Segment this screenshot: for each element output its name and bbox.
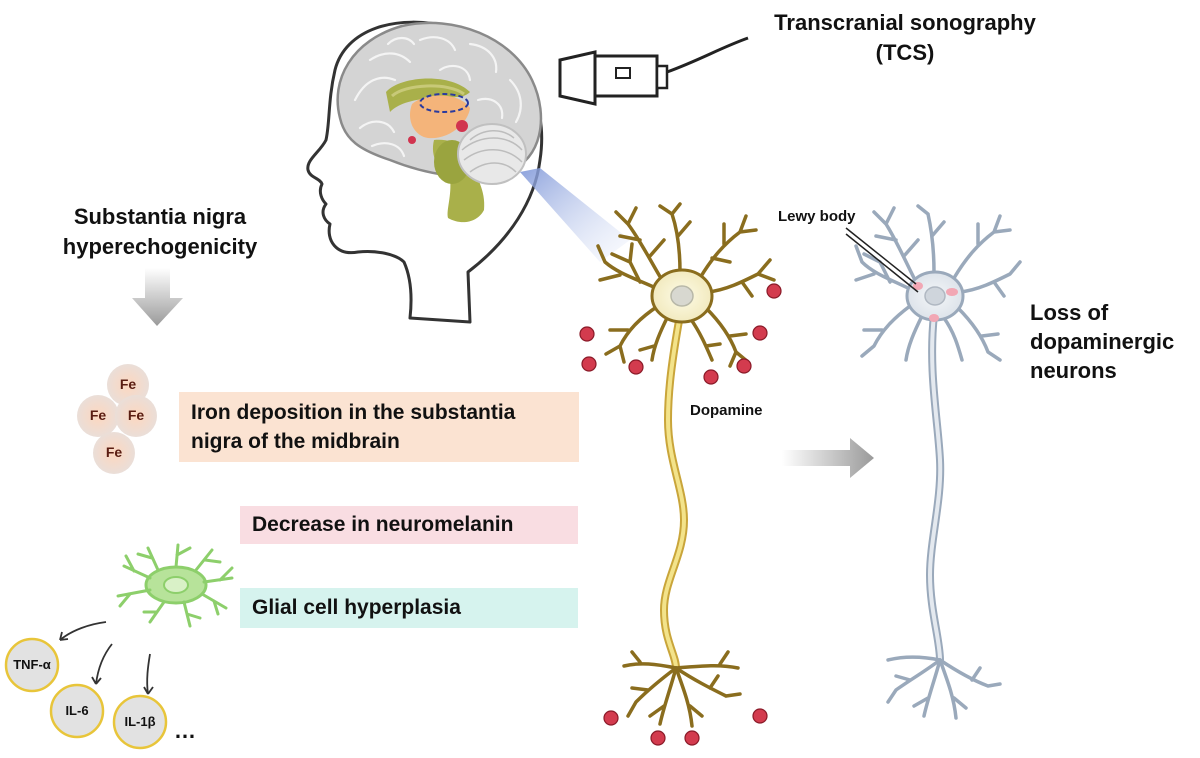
brain <box>336 21 543 223</box>
down-arrow <box>132 268 183 326</box>
loss-label: Loss of dopaminergic neurons <box>1030 298 1174 385</box>
iron-text-line1: Iron deposition in the substantia <box>191 401 516 424</box>
iron-text-line2: nigra of the midbrain <box>191 430 400 453</box>
neuromelanin-text: Decrease in neuromelanin <box>252 513 514 536</box>
cytokine-arrows <box>59 621 154 695</box>
fe-label-3: Fe <box>127 407 145 423</box>
iron-text: Iron deposition in the substantia nigra … <box>191 398 576 456</box>
sn-hyper-label: Substantia nigra hyperechogenicity <box>30 202 290 262</box>
loss-line1: Loss of <box>1030 300 1109 325</box>
glial-cell <box>116 543 234 628</box>
healthy-neuron <box>596 202 776 728</box>
cytokine-il1b: IL-1β <box>124 714 156 729</box>
glial-box <box>240 588 578 628</box>
tcs-title: Transcranial sonography (TCS) <box>735 8 1075 68</box>
cytokine-more: … <box>174 718 196 743</box>
loss-line2: dopaminergic <box>1030 329 1175 354</box>
right-arrow <box>782 438 874 478</box>
sn-hyper-line1: Substantia nigra <box>73 204 247 229</box>
fe-label-4: Fe <box>105 444 123 460</box>
tcs-title-line1: Transcranial sonography <box>774 10 1036 35</box>
degenerated-neuron <box>854 204 1022 720</box>
iron-box <box>179 392 579 462</box>
dopamine-dots <box>579 283 782 746</box>
il6-circle <box>49 683 105 739</box>
fe-label-1: Fe <box>119 376 137 392</box>
fe-label-2: Fe <box>89 407 107 423</box>
tcs-probe <box>558 36 749 106</box>
neuromelanin-box <box>240 506 578 544</box>
glial-text: Glial cell hyperplasia <box>252 596 461 619</box>
tcs-beam <box>520 168 630 262</box>
lewy-body-label: Lewy body <box>778 208 856 225</box>
il1b-circle <box>112 694 168 750</box>
dopamine-label: Dopamine <box>690 402 763 419</box>
tnf-circle <box>4 637 60 693</box>
sn-hyper-line2: hyperechogenicity <box>62 234 258 259</box>
lewy-pointer <box>845 227 919 293</box>
tcs-title-line2: (TCS) <box>875 40 935 65</box>
cytokine-tnf: TNF-α <box>13 657 51 672</box>
iron-cluster <box>77 364 157 474</box>
loss-line3: neurons <box>1030 358 1117 383</box>
cytokine-il6: IL-6 <box>65 703 89 718</box>
